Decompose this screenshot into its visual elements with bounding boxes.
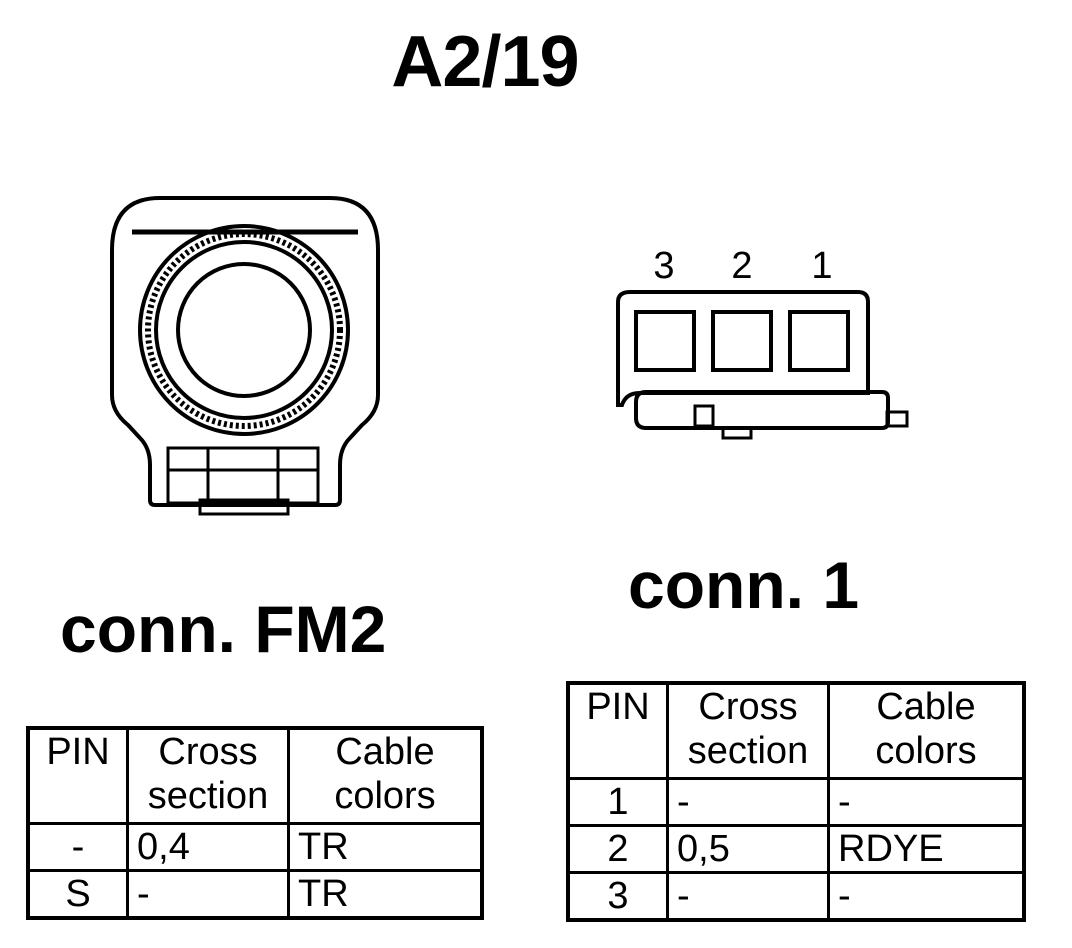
cell-pin: S <box>26 869 129 920</box>
cell-pin: 3 <box>566 871 669 922</box>
cell-cross-section: - <box>666 871 830 922</box>
conn1-pin-number-1: 1 <box>811 245 832 287</box>
cell-pin: 1 <box>566 777 669 827</box>
table-row: - 0,4 TR <box>26 822 484 872</box>
cell-cable-colors: - <box>827 871 1026 922</box>
cell-cross-section: 0,5 <box>666 824 830 874</box>
conn1-pin-number-3: 3 <box>653 245 674 287</box>
cell-cable-colors: RDYE <box>827 824 1026 874</box>
conn1-pin-number-2: 2 <box>731 245 752 287</box>
header-pin: PIN <box>566 681 669 780</box>
table-row: 3 - - <box>566 871 1026 922</box>
conn1-pin-cavity-2 <box>711 310 773 372</box>
conn1-pin-cavity-1 <box>788 310 850 372</box>
conn1-pin-cavity-3 <box>634 310 696 372</box>
conn-1-label: conn. 1 <box>628 548 860 622</box>
table-row: S - TR <box>26 869 484 920</box>
fm2-connector-drawing <box>110 196 380 516</box>
cell-cable-colors: TR <box>287 869 484 920</box>
cell-cross-section: 0,4 <box>126 822 290 872</box>
table-row: 1 - - <box>566 777 1026 827</box>
table-row: 2 0,5 RDYE <box>566 824 1026 874</box>
conn1-connector-drawing <box>616 290 909 440</box>
cell-pin: 2 <box>566 824 669 874</box>
conn-fm2-label: conn. FM2 <box>60 592 387 666</box>
cell-pin: - <box>26 822 129 872</box>
diagram-title: A2/19 <box>391 22 579 102</box>
cell-cross-section: - <box>666 777 830 827</box>
cell-cable-colors: TR <box>287 822 484 872</box>
cell-cross-section: - <box>126 869 290 920</box>
cell-cable-colors: - <box>827 777 1026 827</box>
header-pin: PIN <box>26 726 129 825</box>
